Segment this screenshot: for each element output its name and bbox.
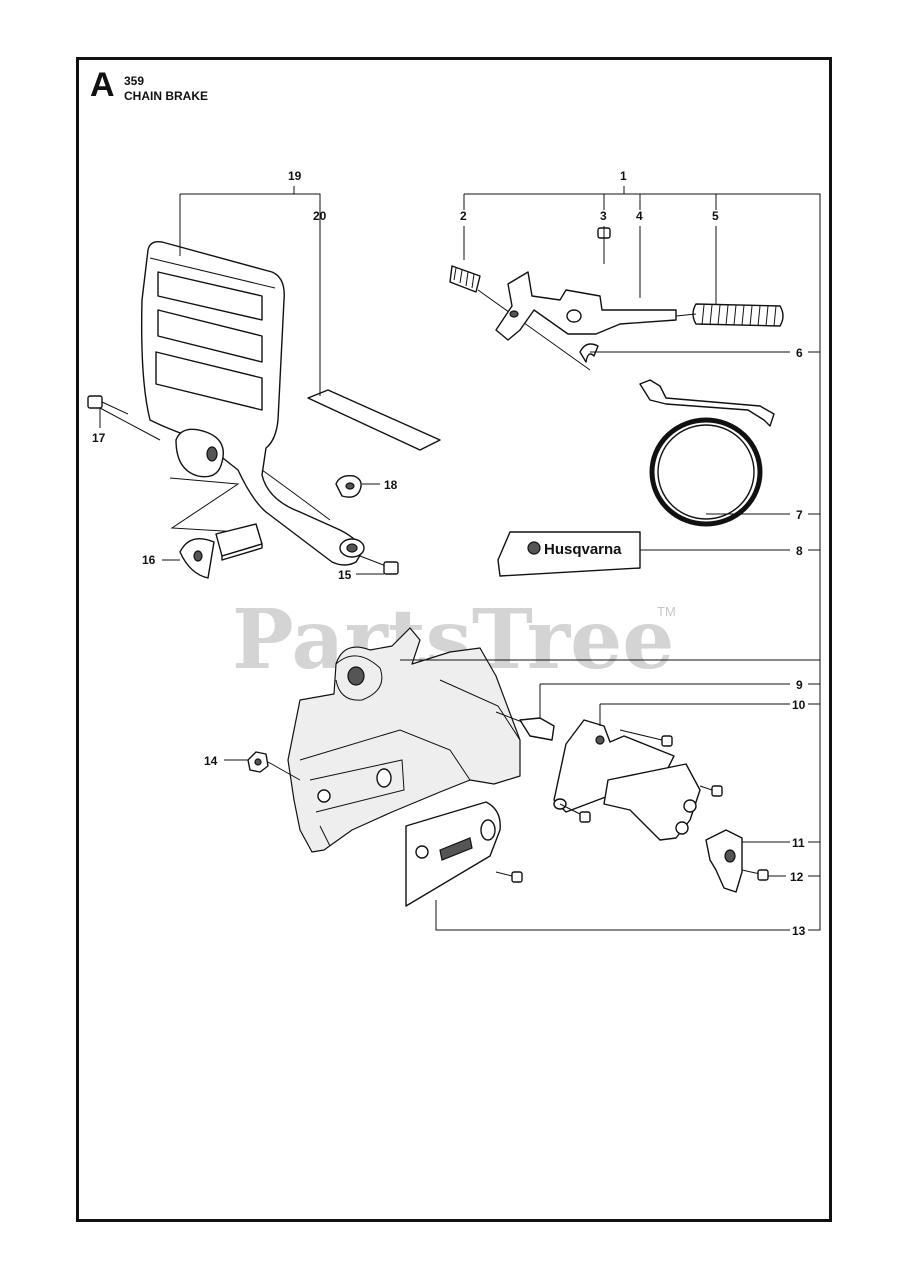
callout-8: 8: [796, 544, 803, 558]
part-13-guide-plate: [405, 801, 523, 907]
callout-11: 11: [792, 836, 805, 850]
callout-20: 20: [313, 209, 327, 223]
callout-10: 10: [792, 698, 806, 712]
callout-13: 13: [792, 924, 806, 938]
callout-5: 5: [712, 209, 719, 223]
callout-4: 4: [636, 209, 643, 223]
callout-2: 2: [460, 209, 467, 223]
clutch-cover: [287, 627, 521, 853]
guard-pivot-cam: [169, 428, 241, 533]
callout-15: 15: [338, 568, 352, 582]
callout-17: 17: [92, 431, 106, 445]
callout-18: 18: [384, 478, 398, 492]
part-8-decal: Husqvarna: [497, 531, 641, 577]
callout-6: 6: [796, 346, 803, 360]
callout-7: 7: [796, 508, 803, 522]
part-20-label: [307, 389, 441, 451]
part-5-spring: [675, 303, 784, 327]
callout-16: 16: [142, 553, 156, 567]
decal-brand: Husqvarna: [544, 541, 622, 558]
part-4-link-arm: [495, 271, 677, 341]
part-19-hand-guard: [140, 240, 365, 566]
callout-14: 14: [204, 754, 218, 768]
callout-3: 3: [600, 209, 607, 223]
part-2-plug: [449, 265, 591, 371]
callout-1: 1: [620, 169, 627, 183]
diagram-frame: [76, 57, 832, 1222]
part-7-brake-band: [639, 379, 775, 527]
callout-19: 19: [288, 169, 302, 183]
callout-9: 9: [796, 678, 803, 692]
part-11-lever: [705, 829, 743, 893]
callout-leaders: [99, 186, 821, 931]
part-9-pin: [495, 711, 555, 741]
part-16-cam: [179, 523, 263, 579]
model-number: 359: [124, 74, 145, 88]
part-6-clip: [579, 343, 599, 363]
watermark-trademark: TM: [657, 604, 676, 619]
part-17-bolt: [87, 395, 161, 441]
section-letter: A: [90, 66, 115, 104]
part-15-screw: [359, 555, 399, 575]
callout-numbers: 19 20 1 2 3 4 5 6 7 8 9 10 11 12 13 14 1…: [92, 169, 806, 938]
callout-12: 12: [790, 870, 804, 884]
part-12-screw: [741, 869, 769, 881]
part-18-washer: [335, 474, 362, 498]
section-title: CHAIN BRAKE: [124, 89, 208, 103]
part-10-bracket: [553, 719, 723, 841]
part-14-nut: [247, 751, 301, 781]
